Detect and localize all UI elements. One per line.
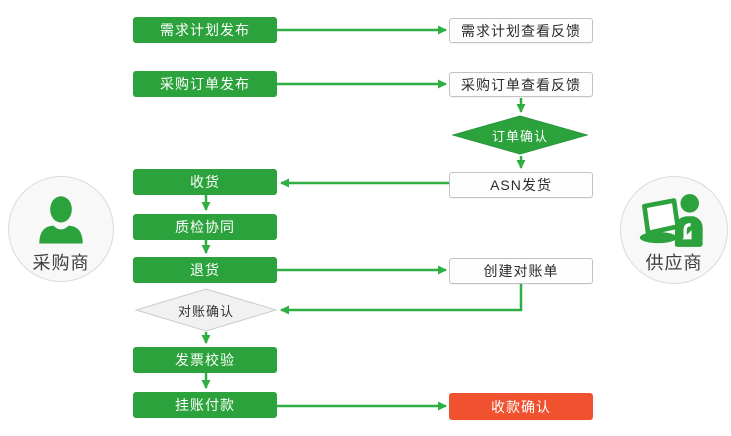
supplier-person-icon xyxy=(621,187,727,249)
node-invoice-verify: 发票校验 xyxy=(133,347,277,373)
node-po-feedback: 采购订单查看反馈 xyxy=(449,72,593,97)
node-return: 退货 xyxy=(133,257,277,283)
supplier-label: 供应商 xyxy=(645,253,703,273)
supplier-actor: 供应商 xyxy=(620,176,728,284)
node-quality-collab: 质检协同 xyxy=(133,214,277,240)
buyer-label: 采购商 xyxy=(32,253,90,273)
node-po-publish: 采购订单发布 xyxy=(133,71,277,97)
connector-statement-to-confirm xyxy=(280,284,523,315)
diamond-order-confirm: 订单确认 xyxy=(452,115,588,155)
buyer-actor: 采购商 xyxy=(8,176,114,282)
node-payment: 挂账付款 xyxy=(133,392,277,418)
node-create-statement: 创建对账单 xyxy=(449,258,593,284)
node-demand-plan-publish: 需求计划发布 xyxy=(133,17,277,43)
node-demand-plan-feedback: 需求计划查看反馈 xyxy=(449,18,593,43)
node-receive: 收货 xyxy=(133,169,277,195)
diamond-statement-confirm: 对账确认 xyxy=(135,288,277,332)
buyer-person-icon xyxy=(9,187,113,249)
node-asn-ship: ASN发货 xyxy=(449,172,593,198)
node-receipt-confirm: 收款确认 xyxy=(449,393,593,420)
